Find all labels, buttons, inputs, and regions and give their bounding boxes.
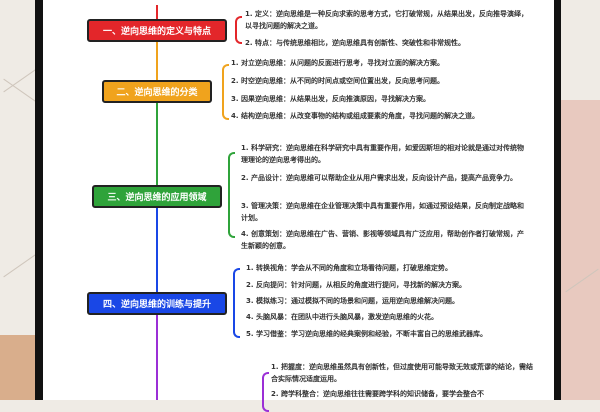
decor-line	[3, 68, 37, 93]
topic-classification[interactable]: 二、逆向思维的分类	[102, 80, 212, 103]
brace-green	[228, 152, 235, 238]
brace-blue	[233, 268, 240, 338]
list-item: 1. 把握度：逆向思维虽然具有创新性，但过度使用可能导致无效或荒谬的结论，需结合…	[271, 363, 533, 383]
list-item: 4. 头脑风暴：在团队中进行头脑风暴，激发逆向思维的火花。	[246, 313, 438, 321]
list-item: 3. 因果逆向思维：从结果出发，反向推演原因，寻找解决方案。	[231, 95, 430, 103]
list-item: 4. 结构逆向思维：从改变事物的结构或组成要素的角度，寻找问题的解决之道。	[231, 112, 479, 120]
list-item: 1. 定义：逆向思维是一种反向求索的思考方式，它打破常规，从结果出发，反向推导演…	[245, 10, 528, 30]
topic-definition[interactable]: 一、逆向思维的定义与特点	[87, 19, 227, 42]
topic-applications[interactable]: 三、逆向思维的应用领域	[92, 185, 222, 208]
list-item: 1. 对立逆向思维：从问题的反面进行思考，寻找对立面的解决方案。	[231, 59, 444, 67]
list-item: 2. 反向提问：针对问题，从相反的角度进行提问，寻找新的解决方案。	[246, 281, 466, 289]
spine-green	[156, 103, 158, 186]
brace-red	[235, 16, 242, 44]
background-tan	[0, 335, 35, 400]
spine-red	[156, 5, 158, 20]
topic-training[interactable]: 四、逆向思维的训练与提升	[87, 292, 227, 315]
list-item: 1. 转换视角：学会从不同的角度和立场看待问题，打破思维定势。	[246, 264, 452, 272]
list-item: 4. 创意策划：逆向思维在广告、营销、影视等领域具有广泛应用，帮助创作者打破常规…	[241, 230, 524, 250]
background-pink	[560, 100, 600, 400]
list-item: 2. 时空逆向思维：从不同的时间点或空间位置出发，反向思考问题。	[231, 77, 444, 85]
list-item: 2. 特点：与传统思维相比，逆向思维具有创新性、突破性和非常规性。	[245, 39, 465, 47]
spine-purple	[156, 314, 158, 400]
spine-blue	[156, 207, 158, 293]
list-item: 2. 跨学科整合：逆向思维往往需要跨学科的知识储备，要学会整合不	[271, 390, 484, 398]
frame-right	[554, 0, 561, 400]
list-item: 3. 管理决策：逆向思维在企业管理决策中具有重要作用，如通过预设结果，反向制定战…	[241, 202, 524, 222]
list-item: 5. 学习借鉴：学习逆向思维的经典案例和经验，不断丰富自己的思维武器库。	[246, 330, 487, 338]
list-item: 2. 产品设计：逆向思维可以帮助企业从用户需求出发，反向设计产品，提高产品竞争力…	[241, 174, 517, 182]
brace-purple	[262, 372, 269, 412]
brace-orange	[222, 64, 229, 120]
spine-orange	[156, 42, 158, 82]
frame-left	[35, 0, 43, 400]
decor-line	[3, 253, 37, 278]
list-item: 3. 模拟练习：通过模拟不同的场景和问题，运用逆向思维解决问题。	[246, 297, 459, 305]
list-item: 1. 科学研究：逆向思维在科学研究中具有重要作用，如爱因斯坦的相对论就是通过对传…	[241, 144, 524, 164]
decor-line	[3, 78, 37, 103]
